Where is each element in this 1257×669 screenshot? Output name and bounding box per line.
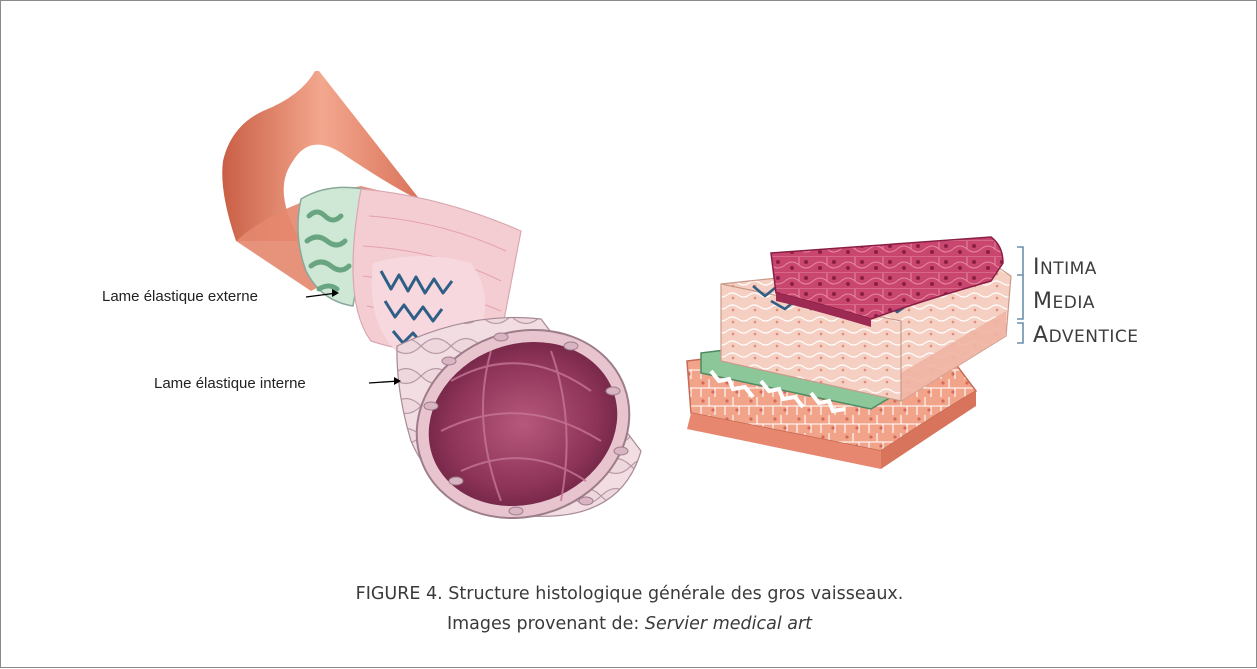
internal-elastic-lamina-label: Lame élastique interne xyxy=(154,375,306,392)
layer-label-media: MEDIA xyxy=(1033,289,1095,314)
layer-bracket xyxy=(1017,247,1023,343)
layer-label-intima: INTIMA xyxy=(1033,255,1097,280)
credit-source: Servier medical art xyxy=(645,614,812,634)
tissue-layers-block xyxy=(687,237,1011,469)
figure-caption: FIGURE 4. Structure histologique général… xyxy=(1,584,1257,604)
image-credit: Images provenant de: Servier medical art xyxy=(1,614,1257,634)
layer-label-adventitia: ADVENTICE xyxy=(1033,323,1138,348)
credit-prefix: Images provenant de: xyxy=(447,614,645,634)
external-elastic-lamina-label: Lame élastique externe xyxy=(102,288,258,305)
